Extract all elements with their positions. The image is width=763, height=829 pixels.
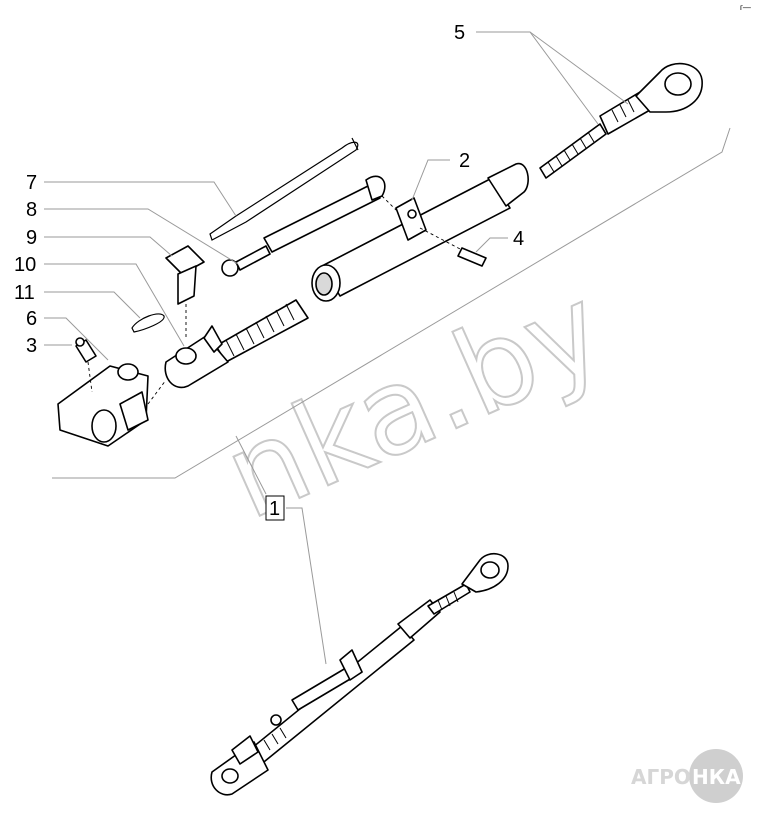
leader-lines [44,31,629,665]
retaining-plate-part-9 [165,245,205,275]
corner-mark: г— [740,3,751,12]
label-1-box [265,495,285,521]
label-11: 11 [14,282,35,304]
label-4: 4 [513,228,524,250]
pin-part-4 [419,227,487,267]
grease-nipple-part-3 [75,337,97,393]
agro-nka-logo: АГРО НКА [631,749,743,803]
pin-part-10 [177,265,197,340]
assembled-top-link [210,553,509,796]
cylinder-body-part-2 [311,162,529,302]
swivel-block-part-6 [57,363,167,447]
logo-circle [689,749,743,803]
callout-labels: 1 2 3 4 5 6 7 8 9 10 11 [14,22,524,521]
logo-text-agro: АГРО [631,765,691,789]
label-10: 10 [14,254,36,276]
exploded-view-frame [52,127,731,479]
label-2: 2 [459,150,470,172]
label-8: 8 [26,199,37,221]
cotter-pin-part-11 [131,313,165,333]
label-9: 9 [26,227,37,249]
logo-text-nka: НКА [692,765,741,789]
label-1: 1 [269,498,280,520]
threaded-eye-rod-part-5 [539,62,703,179]
label-5: 5 [454,22,465,44]
spring-clip-part-7 [209,137,359,241]
label-3: 3 [26,335,37,357]
label-6: 6 [26,308,37,330]
threaded-fork-rod [164,299,309,389]
label-7: 7 [26,172,37,194]
locking-lever-part-8 [221,175,397,277]
